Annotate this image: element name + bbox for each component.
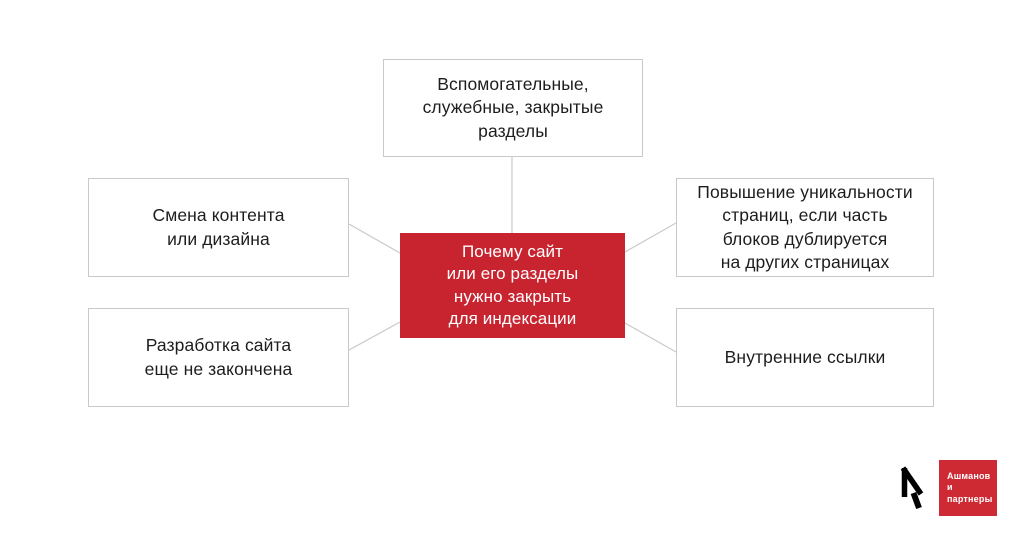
connector-left-top [348,223,401,254]
logo-square: Ашманов и партнеры [939,460,997,516]
node-site-development-label: Разработка сайта еще не закончена [144,335,293,379]
center-node-label: Почему сайт или его разделы нужно закрыт… [446,242,579,328]
node-auxiliary-sections-label: Вспомогательные, служебные, закрытые раз… [422,74,604,141]
connector-right-top [624,222,677,253]
cursor-a-icon [900,466,924,510]
node-auxiliary-sections: Вспомогательные, служебные, закрытые раз… [383,59,643,157]
connector-right-bottom [624,322,677,353]
node-uniqueness-label: Повышение уникальности страниц, если час… [697,182,913,272]
connector-left-bottom [348,321,401,351]
node-internal-links-label: Внутренние ссылки [724,346,886,367]
node-internal-links: Внутренние ссылки [676,308,934,407]
node-site-development: Разработка сайта еще не закончена [88,308,349,407]
node-content-change: Смена контента или дизайна [88,178,349,277]
node-uniqueness: Повышение уникальности страниц, если час… [676,178,934,277]
node-content-change-label: Смена контента или дизайна [152,205,285,249]
center-node-why-close-indexing: Почему сайт или его разделы нужно закрыт… [400,233,625,338]
brand-logo: Ашманов и партнеры [900,460,997,516]
logo-text: Ашманов и партнеры [947,471,993,504]
